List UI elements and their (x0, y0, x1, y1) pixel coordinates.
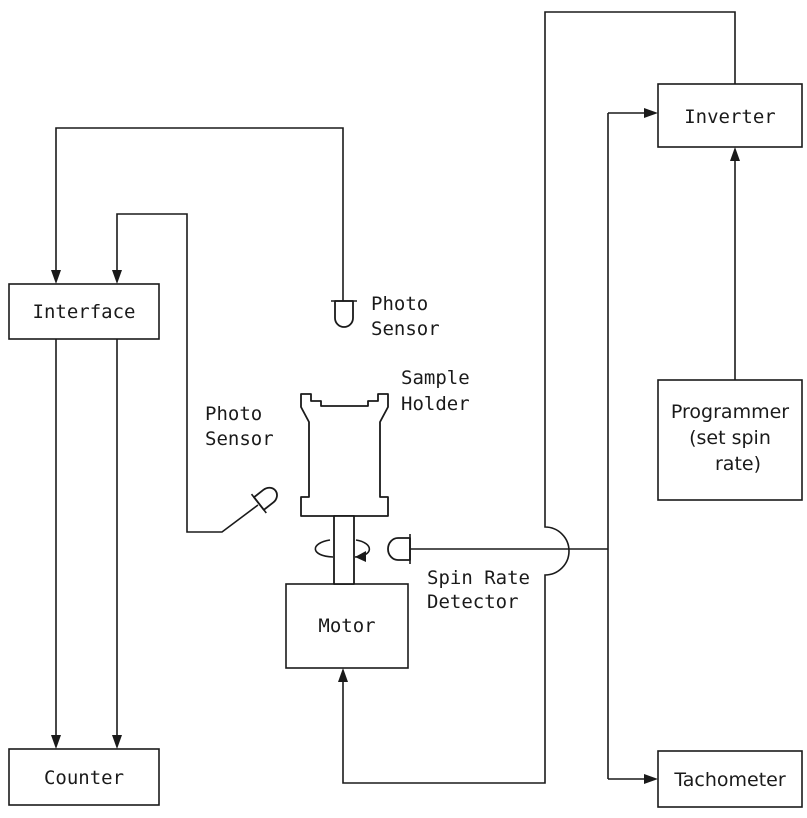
rotation-icon (314, 539, 371, 562)
arrow-into-counter-right (112, 735, 122, 749)
arrow-into-tachometer (644, 774, 658, 784)
sample-holder (300, 393, 389, 585)
photo-sensor-top-label: Photo (371, 293, 428, 315)
spin-rate-detector-label: Spin Rate (427, 567, 530, 589)
inverter-label: Inverter (684, 106, 776, 128)
arrow-into-interface-left (51, 270, 61, 284)
counter-block: Counter (8, 748, 160, 806)
arrow-into-counter-left (51, 735, 61, 749)
interface-label: Interface (33, 301, 136, 323)
wire-top-sensor-to-interface (55, 127, 344, 301)
programmer-label-line3: rate) (715, 453, 761, 475)
tachometer-label: Tachometer (673, 769, 786, 791)
arrow-into-motor (338, 668, 348, 682)
sample-holder-label-line2: Holder (401, 393, 470, 415)
photo-sensor-top-icon (331, 300, 357, 328)
counter-label: Counter (44, 767, 124, 789)
photo-sensor-side-label: Photo (205, 403, 262, 425)
spin-rate-detector-label-line2: Detector (427, 591, 519, 613)
sample-holder-label: Sample (401, 367, 470, 389)
arrow-into-interface-right (112, 270, 122, 284)
programmer-label: Programmer (671, 401, 789, 423)
tachometer-block: Tachometer (657, 750, 803, 808)
inverter-block: Inverter (657, 83, 803, 148)
programmer-block: Programmer (set spin rate) (657, 379, 803, 501)
spin-rate-detector-icon (387, 534, 411, 564)
photo-sensor-top-label-line2: Sensor (371, 318, 440, 340)
arrow-into-inverter (644, 108, 658, 118)
photo-sensor-side-icon (250, 486, 278, 514)
arrow-programmer-into-inverter (730, 147, 740, 161)
motor-block: Motor (285, 583, 409, 669)
photo-sensor-side-label-line2: Sensor (205, 428, 274, 450)
wire-side-sensor-to-interface (116, 213, 259, 533)
programmer-label-line2: (set spin (689, 427, 771, 449)
motor-label: Motor (318, 615, 375, 637)
interface-block: Interface (8, 283, 160, 340)
wire-inverter-to-motor (342, 11, 736, 784)
